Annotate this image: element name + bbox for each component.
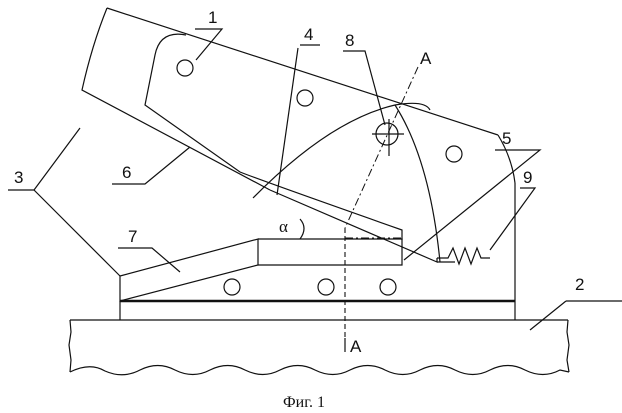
hole	[296, 89, 314, 107]
angle-label: α	[279, 217, 288, 236]
callout-5: 5	[502, 129, 511, 148]
hole	[445, 145, 463, 163]
callout-1: 1	[208, 8, 217, 27]
wedge-7	[119, 238, 403, 302]
lower-block	[119, 183, 516, 320]
callout-3: 3	[14, 168, 23, 187]
leaders	[8, 28, 622, 331]
spring-9	[437, 246, 490, 266]
callout-2: 2	[575, 275, 584, 294]
section-label-bottom: A	[350, 337, 362, 356]
base-plate-2	[68, 319, 570, 376]
housing-3	[81, 7, 516, 263]
section-label-top: A	[420, 49, 432, 68]
callout-7: 7	[128, 227, 137, 246]
arc	[252, 102, 431, 199]
callout-4: 4	[304, 25, 313, 44]
hole	[176, 59, 194, 77]
angle-arc	[299, 218, 305, 240]
callout-9: 9	[523, 168, 532, 187]
hole	[317, 278, 335, 296]
callout-8: 8	[345, 31, 354, 50]
break-line	[69, 364, 570, 376]
hole	[223, 278, 241, 296]
arc-inner	[394, 104, 441, 263]
line-4	[276, 47, 299, 196]
callout-6: 6	[122, 163, 131, 182]
section-line	[344, 66, 419, 229]
pivot-8	[372, 119, 404, 156]
hole	[379, 278, 397, 296]
figure-caption: Фиг. 1	[283, 394, 325, 411]
plate-6	[144, 33, 403, 240]
